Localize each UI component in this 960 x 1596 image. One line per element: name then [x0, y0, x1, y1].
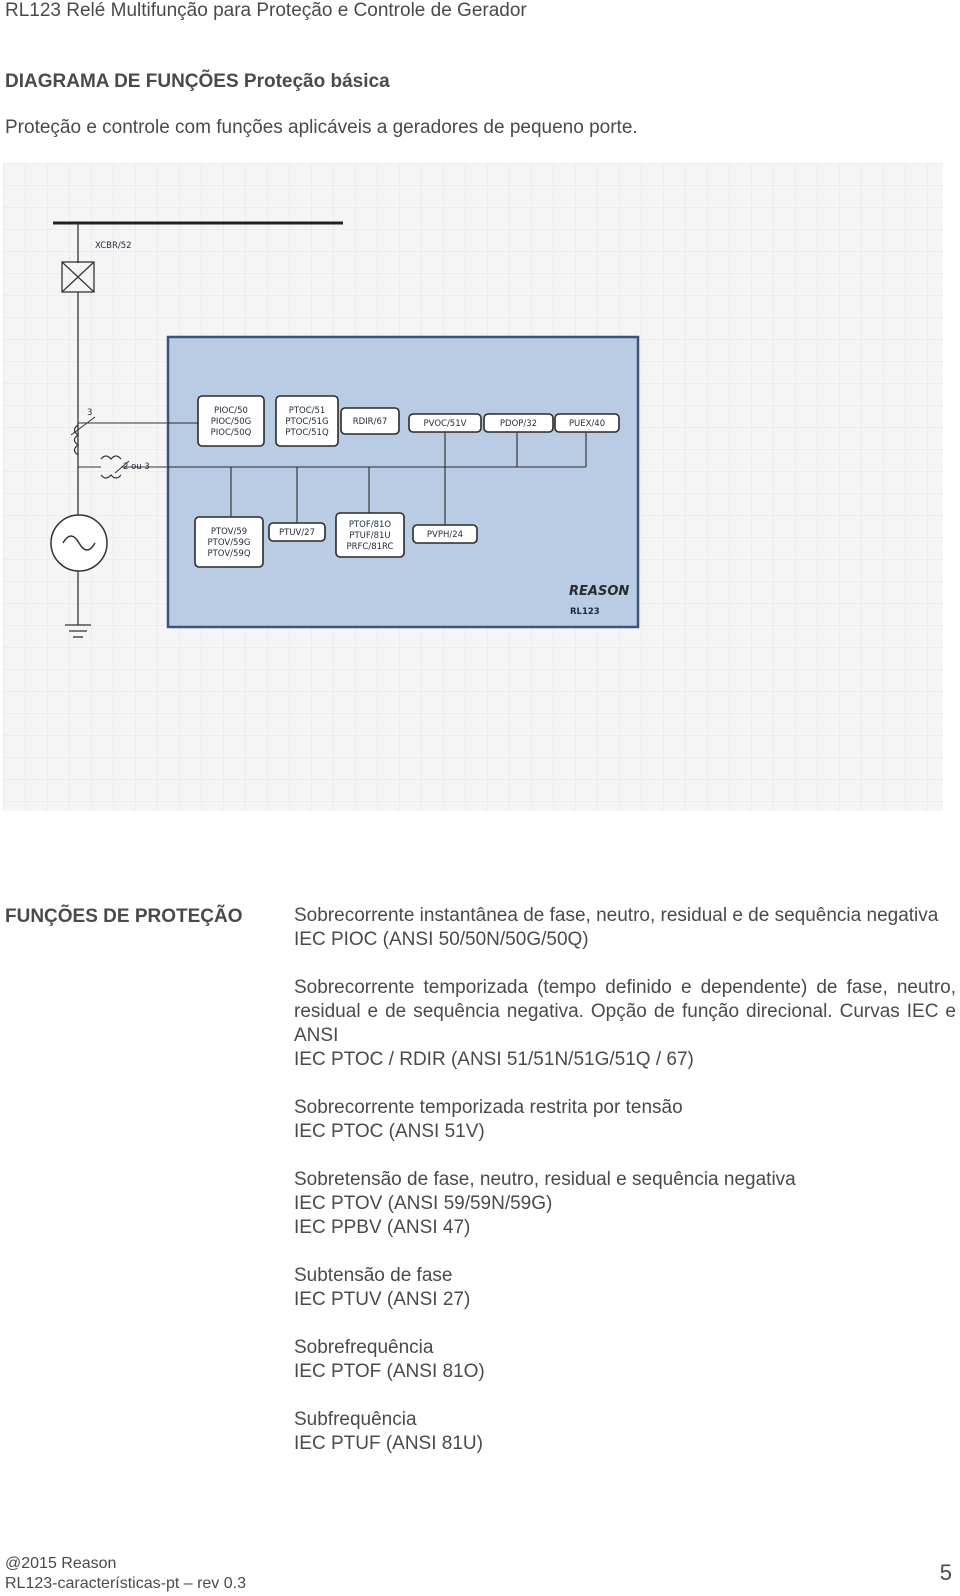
function-item: Sobrecorrente instantânea de fase, neutr…: [294, 904, 956, 952]
function-code: IEC PTUF (ANSI 81U): [294, 1433, 483, 1454]
top-function-box: RDIR/67: [340, 407, 400, 435]
top-function-box-label: PDOP/32: [500, 419, 537, 429]
page-title: DIAGRAMA DE FUNÇÕES Proteção básica: [5, 71, 390, 92]
function-item: Sobrecorrente temporizada restrita por t…: [294, 1096, 956, 1144]
panel-wiring: [168, 422, 587, 525]
ct-label: 3: [87, 408, 92, 418]
function-code: IEC PIOC (ANSI 50/50N/50G/50Q): [294, 929, 589, 950]
function-diagram: XCBR/52 3 2 ou 3: [3, 163, 960, 823]
device-label: RL123: [570, 607, 600, 617]
function-item: Subfrequência IEC PTUF (ANSI 81U): [294, 1408, 956, 1456]
function-description: Sobrecorrente temporizada (tempo definid…: [294, 977, 956, 1046]
function-description: Sobretensão de fase, neutro, residual e …: [294, 1169, 796, 1190]
breaker-label: XCBR/52: [95, 241, 132, 251]
ground-icon: [65, 624, 91, 638]
top-function-box-label: PVOC/51V: [424, 419, 467, 429]
footer-docref: RL123-características-pt – rev 0.3: [5, 1575, 246, 1592]
generator-icon: [50, 514, 108, 572]
top-function-box-label: PIOC/50Q: [211, 428, 252, 438]
bottom-function-box-label: PRFC/81RC: [347, 542, 394, 552]
vt-label: 2 ou 3: [123, 462, 150, 472]
rl123-panel: [166, 335, 640, 629]
function-code: IEC PTOF (ANSI 81O): [294, 1361, 485, 1382]
page-number: 5: [939, 1560, 952, 1585]
bottom-function-box-label: PTOV/59: [211, 527, 247, 537]
function-item: Sobrefrequência IEC PTOF (ANSI 81O): [294, 1336, 956, 1384]
function-diagram-svg: XCBR/52 3 2 ou 3: [3, 163, 943, 811]
function-description: Subtensão de fase: [294, 1265, 453, 1286]
top-function-box-label: PTOC/51G: [285, 417, 328, 427]
top-function-box: PDOP/32: [483, 413, 554, 433]
function-description: Sobrecorrente instantânea de fase, neutr…: [294, 905, 939, 926]
function-code-secondary: IEC PPBV (ANSI 47): [294, 1217, 471, 1238]
bottom-function-box: PVPH/24: [412, 524, 478, 544]
top-function-box: PVOC/51V: [408, 413, 482, 433]
footer-copyright: @2015 Reason: [5, 1555, 117, 1572]
voltage-transformer-icon: [78, 455, 168, 479]
bottom-function-box-label: PTUF/81U: [349, 531, 390, 541]
top-function-box: PUEX/40: [554, 413, 620, 433]
top-function-box-label: PUEX/40: [569, 419, 605, 429]
reason-logo: REASON: [569, 584, 629, 599]
function-description: Sobrefrequência: [294, 1337, 434, 1358]
function-item: Subtensão de fase IEC PTUV (ANSI 27): [294, 1264, 956, 1312]
bottom-function-box-label: PTOF/81O: [349, 520, 392, 530]
function-code: IEC PTOC / RDIR (ANSI 51/51N/51G/51Q / 6…: [294, 1049, 694, 1070]
bottom-function-box-label: PTOV/59G: [208, 538, 251, 548]
function-description: Sobrecorrente temporizada restrita por t…: [294, 1097, 683, 1118]
top-function-box-label: PIOC/50: [214, 406, 248, 416]
top-function-box-label: PTOC/51Q: [285, 428, 329, 438]
bottom-function-box-label: PTOV/59Q: [207, 549, 250, 559]
bottom-function-box-label: PTUV/27: [279, 528, 315, 538]
function-item: Sobrecorrente temporizada (tempo definid…: [294, 976, 956, 1072]
function-item: Sobretensão de fase, neutro, residual e …: [294, 1168, 956, 1240]
bottom-function-box-label: PVPH/24: [427, 530, 463, 540]
function-code: IEC PTOV (ANSI 59/59N/59G): [294, 1193, 553, 1214]
function-code: IEC PTOC (ANSI 51V): [294, 1121, 485, 1142]
function-list: Sobrecorrente instantânea de fase, neutr…: [294, 904, 956, 1480]
bottom-function-box: PTUV/27: [268, 522, 326, 542]
function-code: IEC PTUV (ANSI 27): [294, 1289, 471, 1310]
function-boxes: PIOC/50PIOC/50GPIOC/50QPTOC/51PTOC/51GPT…: [194, 395, 620, 568]
page-header: RL123 Relé Multifunção para Proteção e C…: [5, 0, 527, 21]
top-function-box-label: RDIR/67: [353, 417, 388, 427]
section-title: FUNÇÕES DE PROTEÇÃO: [5, 906, 243, 927]
current-transformer-icon: [70, 416, 168, 456]
top-function-box-label: PTOC/51: [289, 406, 326, 416]
function-description: Subfrequência: [294, 1409, 417, 1430]
top-function-box-label: PIOC/50G: [211, 417, 252, 427]
page-subtitle: Proteção e controle com funções aplicáve…: [5, 117, 638, 138]
